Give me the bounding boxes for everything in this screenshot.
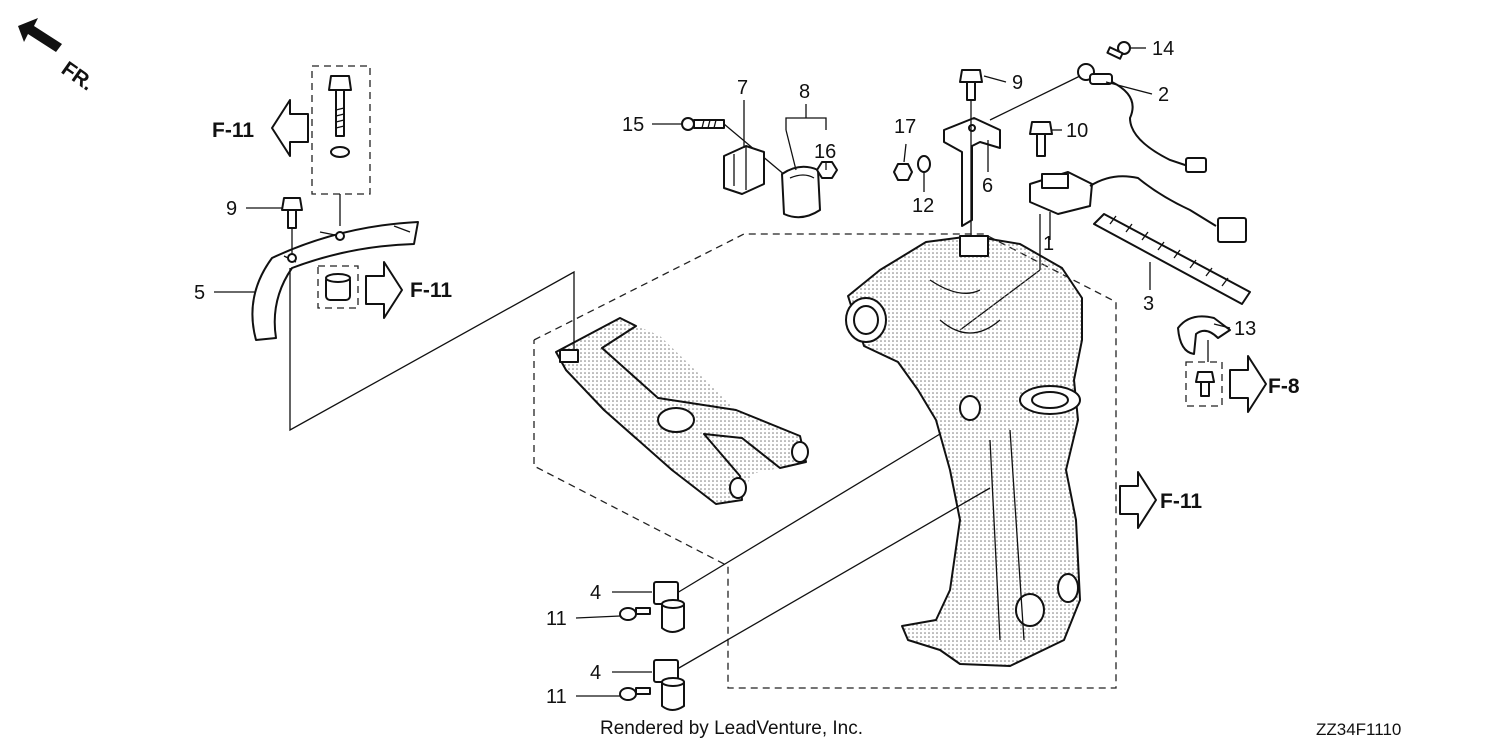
callout-16: 16 <box>814 141 836 163</box>
callout-12: 12 <box>912 195 934 217</box>
callout-8: 8 <box>799 81 810 103</box>
swivel-case <box>845 235 1083 667</box>
reference-arrow-f11-mid[interactable]: F-11 <box>365 261 452 319</box>
callout-4-upper: 4 <box>590 582 601 604</box>
part-11-screw-upper <box>619 607 651 621</box>
diagram-code: ZZ34F1110 <box>1316 720 1402 739</box>
clip-bolt <box>1195 371 1215 397</box>
callout-15: 15 <box>622 114 644 136</box>
cross-member <box>555 317 809 505</box>
ref-f11-top-label: F-11 <box>212 119 254 142</box>
part-6-bracket <box>943 117 1001 227</box>
ref-f8-label: F-8 <box>1268 375 1300 398</box>
part-4-clamp-upper <box>653 581 685 633</box>
callout-6: 6 <box>982 175 993 197</box>
dashed-group-bolt <box>311 65 371 195</box>
callout-13: 13 <box>1234 318 1256 340</box>
front-direction-arrow: FR. <box>18 18 98 95</box>
dashed-outline-frame <box>533 233 1117 689</box>
reference-arrow-f11-right[interactable]: F-11 <box>1119 471 1202 529</box>
callout-2: 2 <box>1158 84 1169 106</box>
part-17-nut <box>893 163 913 181</box>
part-12-washer <box>917 155 931 173</box>
bolt-long <box>328 75 352 226</box>
dashed-group-clip-bolt <box>1185 361 1223 407</box>
callout-5: 5 <box>194 282 205 304</box>
callout-7: 7 <box>737 77 748 99</box>
part-9-bolt-left <box>281 197 303 254</box>
footer-credit: Rendered by LeadVenture, Inc. <box>600 718 864 739</box>
part-7-clamp-half <box>723 145 765 195</box>
ref-f11-mid-label: F-11 <box>410 279 452 302</box>
part-5-curved-rail <box>251 221 419 341</box>
part-8-clamp-half <box>781 165 821 219</box>
front-label: FR. <box>57 57 98 95</box>
callout-17: 17 <box>894 116 916 138</box>
ref-f11-right-label: F-11 <box>1160 490 1202 513</box>
callout-leaders <box>214 47 1231 697</box>
part-1-switch <box>959 171 1247 331</box>
reference-arrow-f8[interactable]: F-8 <box>1229 355 1300 413</box>
callout-4-lower: 4 <box>590 662 601 684</box>
leader-rail-to-frame <box>289 268 575 432</box>
callout-10: 10 <box>1066 120 1088 142</box>
leader-clamp4-bottom <box>671 487 991 673</box>
leader-clamp4-top <box>671 433 941 597</box>
callout-11-upper: 11 <box>546 608 567 630</box>
part-14-screw <box>1106 41 1131 60</box>
part-13-clip <box>1177 315 1231 362</box>
callout-14: 14 <box>1152 38 1174 60</box>
part-3-spiral-tube <box>1093 213 1251 305</box>
part-9-bolt-right <box>959 69 983 240</box>
part-11-screw-lower <box>619 687 651 701</box>
callout-11-lower: 11 <box>546 686 567 708</box>
callout-1: 1 <box>1043 233 1054 255</box>
reference-arrow-f11-top[interactable]: F-11 <box>212 99 309 157</box>
part-16-nut <box>816 161 838 179</box>
part-10-bolt <box>1029 121 1053 157</box>
part-4-clamp-lower <box>653 659 685 711</box>
callout-9-left: 9 <box>226 198 237 220</box>
callout-9-right: 9 <box>1012 72 1023 94</box>
dashed-group-collar <box>317 265 359 309</box>
callout-3: 3 <box>1143 293 1154 315</box>
collar <box>325 273 351 301</box>
